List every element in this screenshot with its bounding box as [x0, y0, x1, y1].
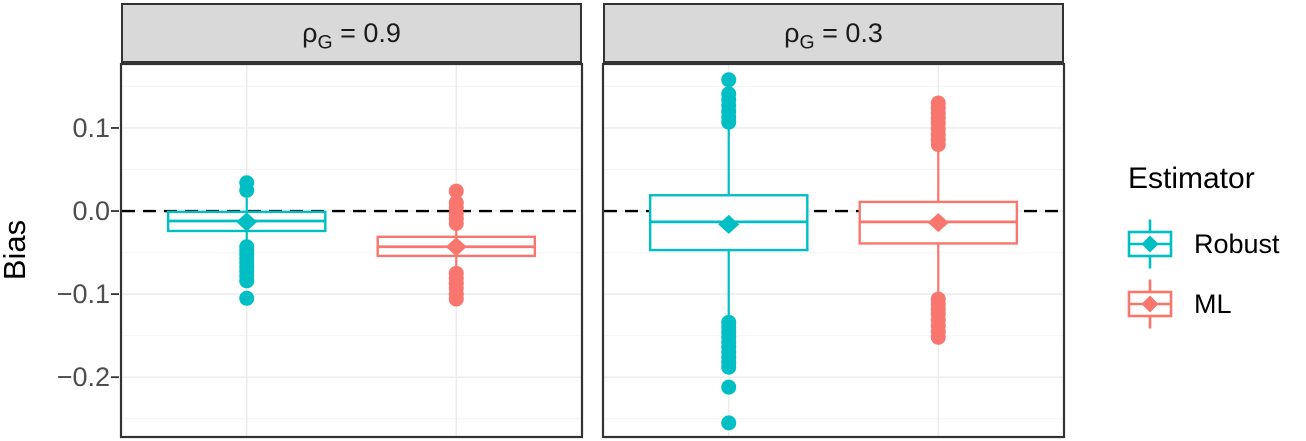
outlier-point: [930, 329, 946, 345]
outlier-point: [239, 182, 255, 198]
strip-value-text: = 0.3: [814, 17, 883, 48]
rho-symbol: ρ: [784, 17, 800, 48]
legend-title: Estimator: [1128, 162, 1255, 195]
y-tick-label: −0.2: [56, 362, 110, 393]
boxplot-ml: [858, 95, 1019, 345]
rho-symbol: ρ: [302, 17, 318, 48]
legend-item-robust: Robust: [1126, 218, 1280, 270]
panel-border: [601, 62, 1066, 439]
boxplot-key-icon: [1127, 219, 1173, 269]
outlier-point: [721, 72, 737, 88]
outlier-point: [721, 114, 737, 130]
facet-strip-label: ρG = 0.3: [784, 17, 883, 52]
mean-diamond: [445, 237, 467, 257]
legend-item-ml: ML: [1126, 278, 1280, 330]
outlier-point: [448, 216, 464, 232]
facet-strip-rho-0.3: ρG = 0.3: [603, 3, 1064, 63]
facet-strip-label: ρG = 0.9: [302, 17, 401, 52]
mean-diamond: [718, 214, 740, 234]
panel-border: [119, 62, 584, 439]
outlier-point: [721, 379, 737, 395]
y-tick-label: 0.1: [72, 112, 110, 143]
outlier-point: [448, 291, 464, 307]
rho-subscript: G: [799, 30, 815, 53]
boxplot-robust: [648, 72, 809, 431]
legend-label-robust: Robust: [1194, 228, 1280, 259]
legend-label-ml: ML: [1194, 288, 1232, 319]
y-tick-label: −0.1: [56, 279, 110, 310]
outlier-point: [721, 415, 737, 431]
facet-strip-rho-0.9: ρG = 0.9: [121, 3, 582, 63]
boxplot-robust: [166, 175, 327, 306]
legend: Estimator Robust ML: [1104, 162, 1280, 338]
mean-diamond: [236, 212, 258, 232]
outlier-point: [930, 137, 946, 153]
boxplot-ml: [376, 183, 537, 307]
rho-subscript: G: [317, 30, 333, 53]
y-tick-label: 0.0: [72, 196, 110, 227]
strip-value-text: = 0.9: [332, 17, 401, 48]
outlier-point: [239, 290, 255, 306]
boxplot-key-icon: [1127, 279, 1173, 329]
facet-panel-1: [119, 62, 584, 439]
outlier-point: [721, 359, 737, 375]
facet-panel-2: [601, 62, 1066, 439]
outlier-point: [239, 273, 255, 289]
outlier-point: [448, 183, 464, 199]
mean-diamond: [927, 213, 949, 233]
